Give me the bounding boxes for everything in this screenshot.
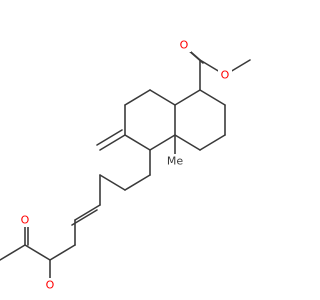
atom-bg <box>177 38 191 52</box>
bond <box>99 174 126 191</box>
bond <box>124 174 151 191</box>
bond <box>24 244 51 261</box>
atom-bg <box>218 68 232 82</box>
bond <box>199 89 226 106</box>
atom-label-o1: O <box>180 39 189 52</box>
atom-bg <box>166 154 184 168</box>
bond <box>0 244 26 261</box>
bond <box>174 89 201 106</box>
structure-canvas: O O Me O O <box>0 38 251 292</box>
atom-bg <box>18 213 32 227</box>
atom-label-o4: O <box>21 214 30 227</box>
bond <box>49 244 76 261</box>
bond <box>99 134 126 151</box>
bond <box>174 134 201 151</box>
atom-label-me1: Me <box>167 155 183 168</box>
molecule-diagram: O O Me O O <box>0 38 251 292</box>
atom-label-o2: O <box>221 69 230 82</box>
atom-label-o3: O <box>46 279 55 292</box>
bond <box>149 134 176 151</box>
atom-bg <box>43 278 57 292</box>
bond <box>74 204 101 221</box>
bond <box>124 134 151 151</box>
bond <box>149 89 176 106</box>
bond <box>71 209 98 226</box>
bond <box>199 134 226 151</box>
bond <box>96 129 123 146</box>
bond <box>124 89 151 106</box>
